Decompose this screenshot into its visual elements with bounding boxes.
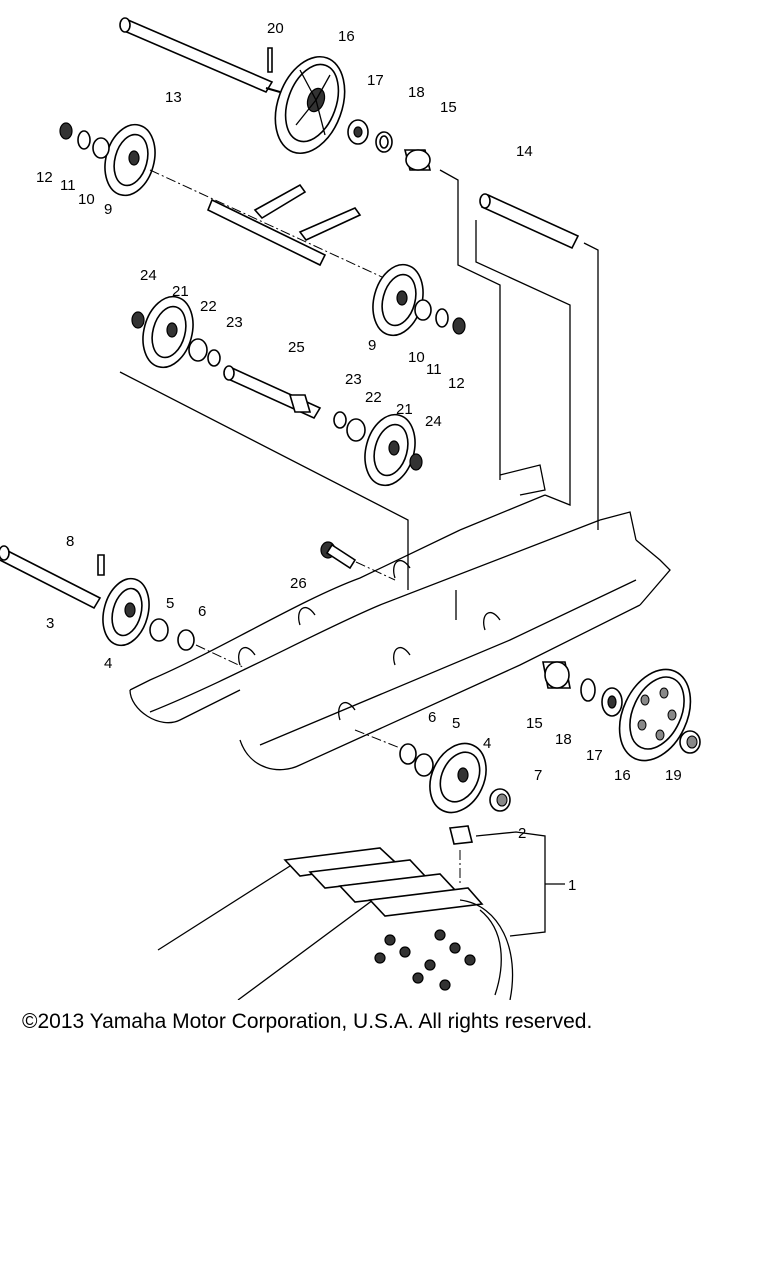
part-label-11-right: 11	[426, 361, 442, 378]
shaft-3-drawing	[0, 545, 105, 610]
ring-18-top-drawing	[375, 131, 393, 153]
bearing-5-right-drawing	[414, 753, 434, 777]
part-label-12-right: 12	[448, 375, 465, 392]
washer-11-left-drawing	[77, 130, 91, 150]
nut-24-left-drawing	[131, 311, 145, 329]
part-label-17-top: 17	[367, 72, 384, 89]
leader-line-14-long	[583, 242, 599, 530]
bearing-5-left-drawing	[149, 618, 169, 642]
part-label-14: 14	[516, 143, 533, 160]
ring-23-right-drawing	[333, 411, 347, 429]
nut-7-drawing	[489, 788, 511, 812]
part-label-25: 25	[288, 339, 305, 356]
centerline-26	[355, 561, 396, 581]
part-label-22-left: 22	[200, 298, 217, 315]
washer-10-right-drawing	[414, 299, 432, 321]
ring-18-right-drawing	[580, 678, 596, 702]
part-label-24-left: 24	[140, 267, 157, 284]
part-label-26: 26	[290, 575, 307, 592]
wheel-16-right-drawing	[618, 668, 692, 762]
part-label-6-right: 6	[428, 709, 436, 726]
bearing-22-right-drawing	[346, 418, 366, 442]
slide-rail-frame-drawing	[119, 371, 671, 771]
axle-25-drawing	[223, 365, 322, 420]
part-label-2: 2	[518, 825, 526, 842]
centerline-upper	[149, 169, 396, 284]
wheel-21-right-drawing	[364, 413, 416, 487]
rod-14-drawing	[479, 193, 580, 250]
part-label-1: 1	[568, 877, 576, 894]
part-label-7: 7	[534, 767, 542, 784]
clip-2-drawing	[449, 825, 473, 845]
centerline-right-lower	[354, 729, 406, 751]
wheel-4-left-drawing	[102, 577, 150, 647]
part-label-9-left: 9	[104, 201, 112, 218]
washer-6-left-drawing	[177, 629, 195, 651]
ring-23-left-drawing	[207, 349, 221, 367]
washer-11-right-drawing	[435, 308, 449, 328]
part-label-18-top: 18	[408, 84, 425, 101]
centerline-left-lower	[195, 644, 246, 669]
part-label-16-top: 16	[338, 28, 355, 45]
part-label-23-left: 23	[226, 314, 243, 331]
bearing-22-left-drawing	[188, 338, 208, 362]
part-label-19: 19	[665, 767, 682, 784]
copyright-notice: ©2013 Yamaha Motor Corporation, U.S.A. A…	[22, 1010, 593, 1033]
shaft-13-drawing	[119, 17, 281, 94]
nut-24-right-drawing	[409, 453, 423, 471]
parts-diagram: 20 16 13 17 18 15 14 12 11 10 9 24 21 22…	[0, 17, 701, 1000]
part-label-24-right: 24	[425, 413, 442, 430]
part-label-5-left: 5	[166, 595, 174, 612]
part-label-6-left: 6	[198, 603, 206, 620]
nut-12-right-drawing	[452, 317, 466, 335]
part-label-10-left: 10	[78, 191, 95, 208]
part-label-4-right: 4	[483, 735, 491, 752]
part-label-18-right: 18	[555, 731, 572, 748]
part-label-3: 3	[46, 615, 54, 632]
axle-bracket-drawing	[206, 183, 362, 267]
nut-12-left-drawing	[59, 122, 73, 140]
part-label-21-right: 21	[396, 401, 413, 418]
part-label-16-right: 16	[614, 767, 631, 784]
part-label-10-right: 10	[408, 349, 425, 366]
washer-10-left-drawing	[92, 137, 110, 159]
part-label-15-right: 15	[526, 715, 543, 732]
part-label-5-right: 5	[452, 715, 460, 732]
bearing-17-right-drawing	[601, 687, 623, 717]
wheel-16-top-drawing	[274, 55, 346, 155]
wheel-21-left-drawing	[142, 295, 194, 369]
part-label-8: 8	[66, 533, 74, 550]
wheel-9-right-drawing	[372, 263, 424, 337]
part-label-20: 20	[267, 20, 284, 37]
leader-line-15	[439, 169, 501, 480]
part-label-11-left: 11	[60, 177, 76, 194]
track-1-drawing	[157, 847, 514, 1000]
leader-line-2-1	[475, 831, 546, 937]
part-label-4-left: 4	[104, 655, 112, 672]
part-label-15-top: 15	[440, 99, 457, 116]
collar-15-top-drawing	[403, 149, 432, 171]
part-label-22-right: 22	[365, 389, 382, 406]
bearing-17-top-drawing	[347, 119, 369, 145]
bolt-26-drawing	[320, 541, 357, 570]
part-label-9-right: 9	[368, 337, 376, 354]
part-label-12-left: 12	[36, 169, 53, 186]
wheel-9-left-drawing	[104, 123, 156, 197]
wheel-4-right-drawing	[429, 742, 487, 814]
part-label-23-right: 23	[345, 371, 362, 388]
nut-19-drawing	[679, 730, 701, 754]
leader-line-14-vertical	[475, 220, 571, 506]
washer-6-right-drawing	[399, 743, 417, 765]
part-label-21-left: 21	[172, 283, 189, 300]
collar-15-right-drawing	[542, 661, 571, 689]
part-label-17-right: 17	[586, 747, 603, 764]
part-label-13: 13	[165, 89, 182, 106]
